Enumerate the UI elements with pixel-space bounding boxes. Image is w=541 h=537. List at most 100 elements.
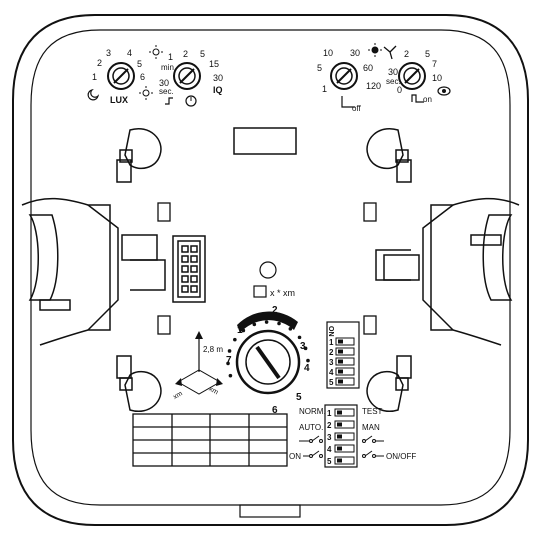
right-unit-off: off <box>352 104 362 113</box>
alignment-squares <box>157 202 377 335</box>
dip-top-lever <box>338 379 343 384</box>
right-tick-5: 5 <box>317 63 322 73</box>
terminal-connector <box>172 235 206 303</box>
dip-left-auto: AUTO. <box>299 423 323 432</box>
sun-icon <box>139 86 153 100</box>
connector-pin <box>181 265 189 273</box>
axis-label-b: xm <box>208 386 220 397</box>
connector-pin <box>181 285 189 293</box>
range-tick-4: 4 <box>304 363 310 374</box>
lux-unit: LUX <box>110 95 128 105</box>
dip-top-slot <box>335 337 355 346</box>
dip-top-position: 1 <box>329 338 334 347</box>
dip-bottom-lever <box>337 422 342 427</box>
dip-bottom-slot <box>334 432 355 441</box>
time-unit-sec: sec. <box>159 87 174 96</box>
dip-bottom-lever <box>337 458 342 463</box>
dip-top-slot <box>335 357 355 366</box>
x-multiplier-box <box>253 285 267 298</box>
dip-top-position: 2 <box>329 348 334 357</box>
keyhole-bottom-left <box>116 355 162 413</box>
dip-left-on: ON <box>289 452 301 461</box>
connector-pin <box>181 245 189 253</box>
pulse-on-icon <box>411 94 424 103</box>
range-dot <box>233 337 237 342</box>
dip-top-slot <box>335 367 355 376</box>
time-tick-30b: 30 <box>213 73 223 83</box>
keyhole-bottom-right <box>366 355 412 413</box>
relay-symbols-left <box>299 435 323 458</box>
fan-icon <box>383 45 397 60</box>
vent-unit-sec: sec. <box>386 77 401 86</box>
lux-tick-6: 6 <box>140 72 145 82</box>
x-multiplier-label: x * xm <box>270 288 295 298</box>
keyhole-top-right <box>366 127 412 183</box>
dip-bottom-lever <box>337 434 342 439</box>
connector-pin <box>190 265 198 273</box>
inner-rim <box>30 29 511 506</box>
range-dot <box>303 346 308 351</box>
range-tick-3: 3 <box>300 341 306 352</box>
range-dot <box>264 320 269 324</box>
connector-pin <box>190 245 198 253</box>
right-tick-120: 120 <box>366 81 381 91</box>
right-tick-1: 1 <box>322 84 327 94</box>
dip-bottom-position: 4 <box>327 445 332 454</box>
dip-bottom-slot <box>334 456 355 465</box>
pulse-icon <box>165 97 173 105</box>
dip-top-position: 4 <box>329 368 334 377</box>
vent-tick-30: 30 <box>388 67 398 77</box>
lux-tick-1: 1 <box>92 72 97 82</box>
dip-bottom-position: 5 <box>327 457 332 466</box>
range-dot <box>306 358 310 363</box>
clamp-right <box>375 197 520 346</box>
sun-small-icon <box>149 45 163 59</box>
right-tick-30: 30 <box>350 48 360 58</box>
connector-pin <box>181 275 189 283</box>
dial-time-right: 10 30 5 60 1 120 off <box>317 43 397 113</box>
relay-symbols-right <box>362 435 384 458</box>
time-tick-15: 15 <box>209 59 219 69</box>
time-tick-30a: 30 <box>159 78 169 88</box>
bottom-tab <box>239 504 301 518</box>
time-tick-5: 5 <box>200 49 205 59</box>
moon-icon <box>87 88 100 101</box>
dip-bottom-slot <box>334 444 355 453</box>
range-dot <box>227 349 232 353</box>
right-tick-60: 60 <box>363 63 373 73</box>
vent-tick-5: 5 <box>425 49 430 59</box>
dip-top-lever <box>338 369 343 374</box>
vent-tick-0: 0 <box>397 85 402 95</box>
range-dot <box>226 361 230 366</box>
dip-top-slot <box>335 377 355 386</box>
dip-top-on: ON <box>327 326 334 337</box>
range-tick-7: 7 <box>226 355 232 366</box>
eye-icon <box>437 86 451 96</box>
height-label: 2,8 m <box>203 345 223 354</box>
range-dot <box>228 373 233 378</box>
dip-bottom-position: 2 <box>327 421 332 430</box>
dip-bottom-lever <box>337 446 342 451</box>
dip-bottom-position: 1 <box>327 409 332 418</box>
dip-right-man: MAN <box>362 423 380 432</box>
time-tick-1: 1 <box>168 52 173 62</box>
dial-lux: 1 2 3 4 5 6 LUX <box>87 48 153 105</box>
vent-tick-10: 10 <box>432 73 442 83</box>
vent-tick-2: 2 <box>404 49 409 59</box>
dip-top-position: 3 <box>329 358 334 367</box>
dip-bottom-position: 3 <box>327 433 332 442</box>
lux-tick-4: 4 <box>127 48 132 58</box>
axis-label-a: xm <box>172 390 184 401</box>
dip-right-test: TEST <box>362 407 383 416</box>
dip-bottom-lever <box>337 410 342 415</box>
dip-top-lever <box>338 359 343 364</box>
pulse-off-icon <box>341 96 355 108</box>
clock-icon <box>185 95 197 107</box>
range-dial: 1 2 3 4 5 6 7 <box>226 305 310 416</box>
range-dot <box>297 335 302 340</box>
dip-top-lever <box>338 339 343 344</box>
connector-pin <box>190 285 198 293</box>
